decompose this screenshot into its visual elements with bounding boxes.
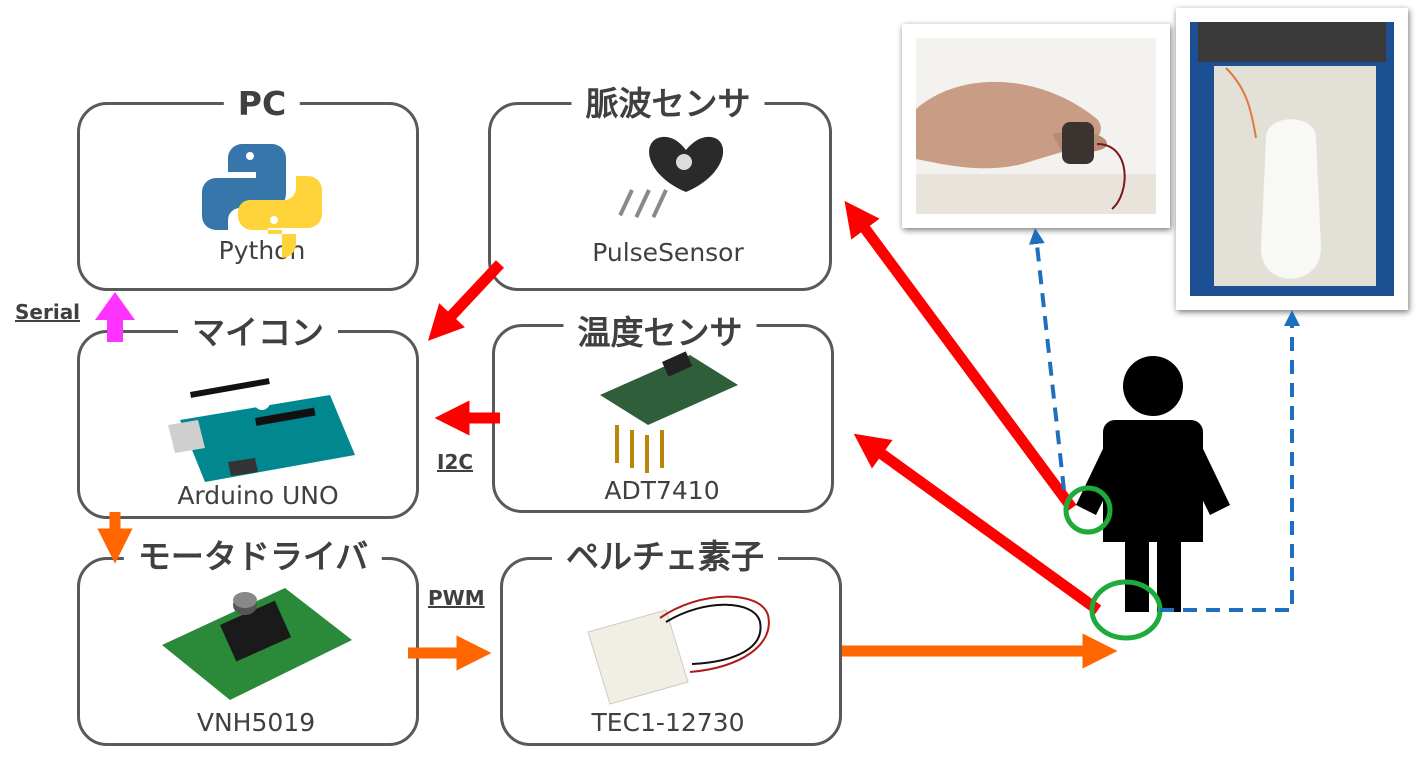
mcu-caption: Arduino UNO <box>177 481 339 510</box>
foot-to-temp-arrow <box>853 433 1102 615</box>
finger-photo-dashed-arrow <box>1028 228 1066 491</box>
finger-highlight-circle <box>1063 485 1113 535</box>
finger-sensor-photo <box>902 24 1170 228</box>
foot-photo-dashed-arrow <box>1160 310 1300 612</box>
serial-label: Serial <box>15 300 81 324</box>
pwm-label: PWM <box>428 586 485 610</box>
motor-driver-icon <box>162 588 352 700</box>
mcu-title: マイコン <box>178 313 338 353</box>
temp-sensor-block <box>492 324 834 513</box>
peltier-caption: TEC1-12730 <box>591 708 745 737</box>
peltier-element-icon <box>587 595 770 705</box>
pulse-sensor-icon <box>618 136 724 219</box>
motor-driver-title: モータドライバ <box>123 537 383 577</box>
peltier-title: ペルチェ素子 <box>552 537 778 577</box>
pulse-sensor-title: 脈波センサ <box>571 84 765 124</box>
i2c-label: I2C <box>437 450 474 474</box>
pulse-sensor-caption: PulseSensor <box>592 238 744 267</box>
pulse-to-mcu-arrow <box>427 260 505 341</box>
person-icon <box>1076 356 1230 612</box>
temp-sensor-title: 温度センサ <box>563 313 757 353</box>
finger-to-pulse-arrow <box>844 200 1077 512</box>
pc-title: PC <box>223 84 301 124</box>
temperature-sensor-icon <box>600 351 738 473</box>
temp-sensor-caption: ADT7410 <box>604 476 720 505</box>
foot-peltier-photo <box>1176 8 1408 310</box>
arduino-board-icon <box>168 378 355 482</box>
python-logo-icon <box>202 144 322 258</box>
motor-driver-caption: VNH5019 <box>196 708 316 737</box>
